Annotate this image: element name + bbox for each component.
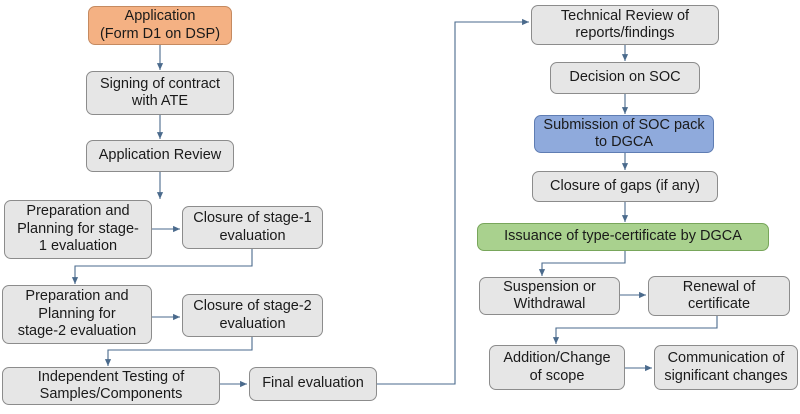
submission-soc-step: Submission of SOC pack to DGCA [534,115,714,153]
prep-stage2-step: Preparation and Planning for stage-2 eva… [2,285,152,344]
closure-stage1-step: Closure of stage-1 evaluation [182,206,323,249]
addition-change-step: Addition/Change of scope [489,345,625,390]
technical-review-step: Technical Review of reports/findings [531,5,719,45]
decision-soc-step: Decision on SOC [550,62,700,94]
closure-gaps-step: Closure of gaps (if any) [532,171,718,202]
arrow-issuance-to-suspension [538,251,626,276]
final-evaluation-step: Final evaluation [249,367,377,401]
signing-contract-step: Signing of contract with ATE [86,71,234,115]
suspension-step: Suspension or Withdrawal [479,277,620,315]
application-step: Application (Form D1 on DSP) [88,6,232,45]
issuance-step: Issuance of type-certificate by DGCA [477,223,769,251]
independent-testing-step: Independent Testing of Samples/Component… [2,367,220,405]
arrow-renewal-to-addition [552,316,718,344]
prep-stage1-step: Preparation and Planning for stage- 1 ev… [4,200,152,259]
arrow-final-to-technical-review [377,18,529,385]
application-review-step: Application Review [86,140,234,172]
arrow-closure1-to-prep2 [71,249,253,284]
arrow-closure2-to-testing [104,337,253,366]
closure-stage2-step: Closure of stage-2 evaluation [182,294,323,337]
renewal-step: Renewal of certificate [648,276,790,316]
communication-step: Communication of significant changes [654,345,798,390]
